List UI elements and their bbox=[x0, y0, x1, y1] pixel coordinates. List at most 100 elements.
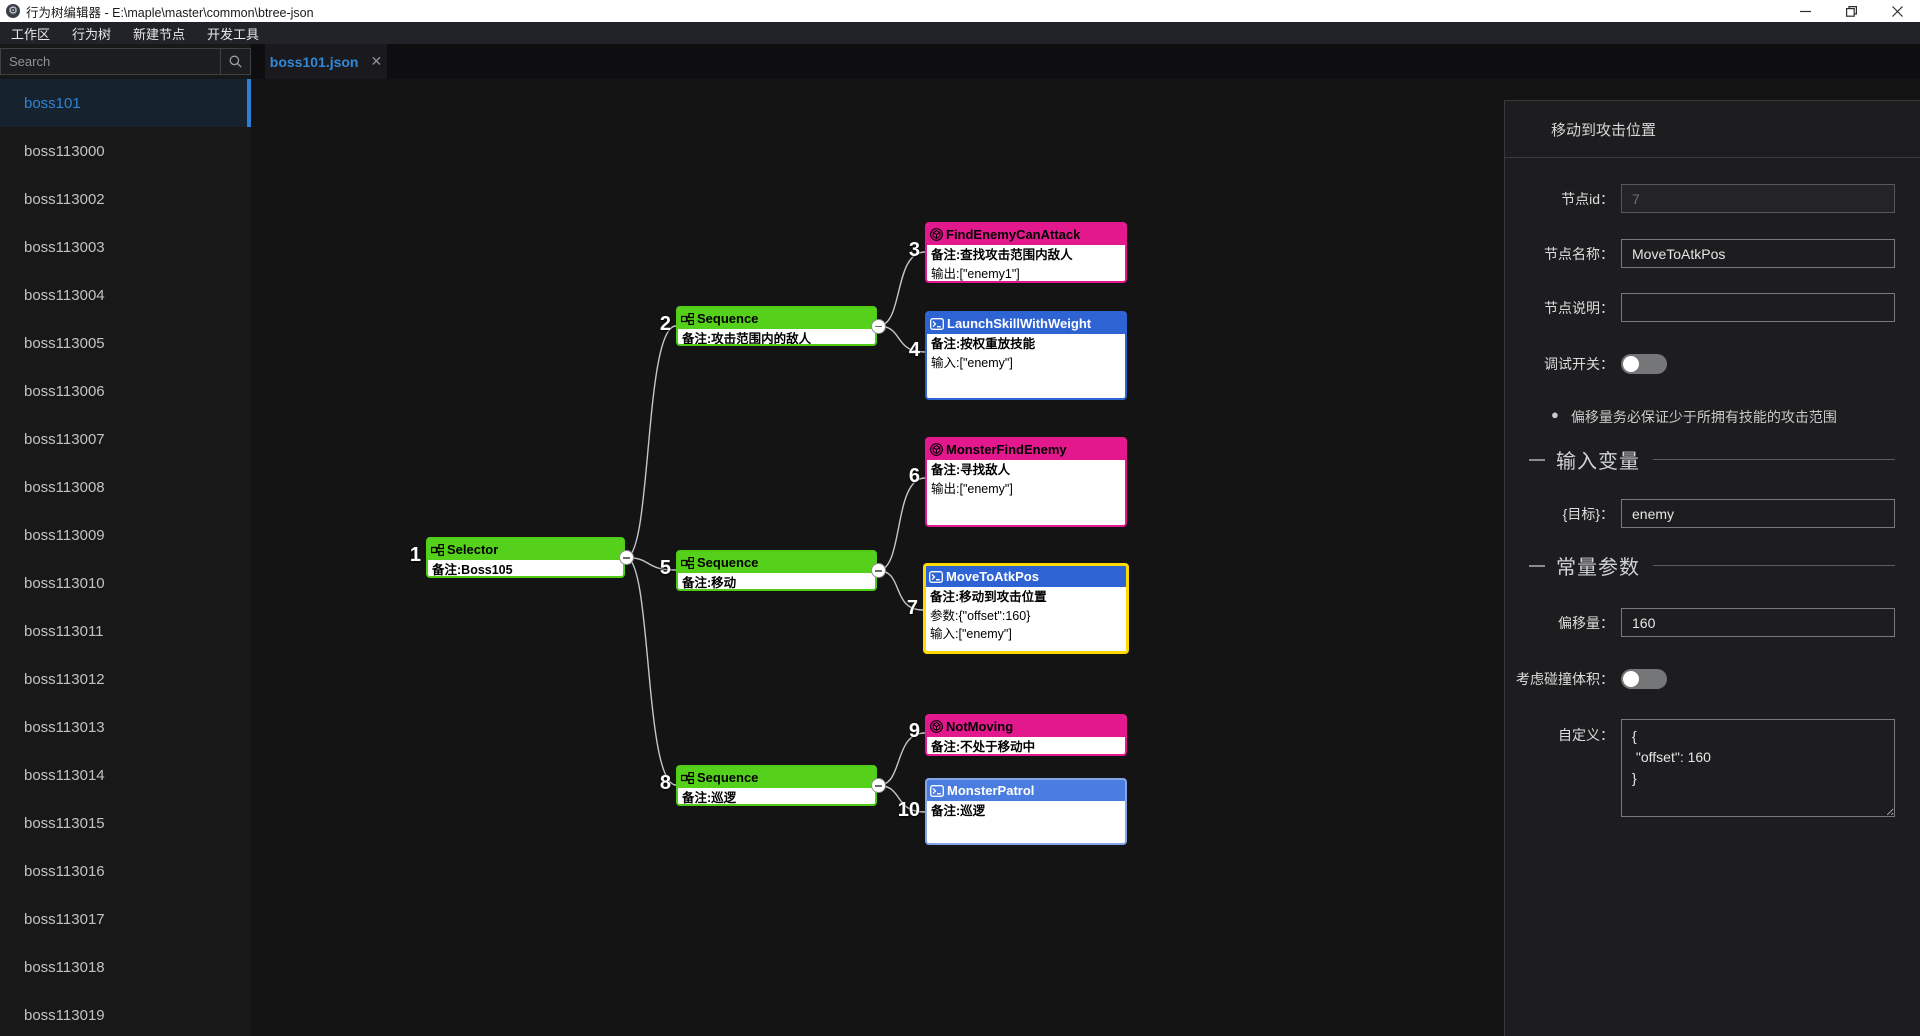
sidebar-item-boss113010[interactable]: boss113010 bbox=[24, 574, 105, 592]
collapse-connector[interactable] bbox=[871, 563, 886, 578]
window-title: 行为树编辑器 - E:\maple\master\common\btree-js… bbox=[26, 5, 314, 20]
sidebar-item-boss113007[interactable]: boss113007 bbox=[24, 430, 105, 448]
sidebar-item-boss113016[interactable]: boss113016 bbox=[24, 862, 105, 880]
sidebar-item-boss113004[interactable]: boss113004 bbox=[24, 286, 105, 304]
magnifier-icon bbox=[229, 55, 242, 68]
node-title: FindEnemyCanAttack bbox=[946, 227, 1081, 242]
custom-json-field[interactable]: { "offset": 160 } bbox=[1621, 719, 1895, 817]
node-order-number: 5 bbox=[659, 557, 671, 579]
debug-toggle-label: 调试开关： bbox=[1544, 356, 1614, 372]
branch-icon bbox=[681, 312, 694, 325]
cube-icon bbox=[930, 228, 943, 241]
sidebar-item-boss113003[interactable]: boss113003 bbox=[24, 238, 105, 256]
sidebar-item-boss113017[interactable]: boss113017 bbox=[24, 910, 105, 928]
sidebar-item-boss113012[interactable]: boss113012 bbox=[24, 670, 105, 688]
node-annotation: 备注:移动到攻击位置 bbox=[930, 590, 1047, 604]
node-order-number: 8 bbox=[659, 772, 671, 794]
node-name-label: 节点名称： bbox=[1544, 245, 1614, 262]
node-annotation: 备注:移动 bbox=[682, 576, 737, 590]
menu-item-3[interactable]: 开发工具 bbox=[207, 26, 260, 42]
node-desc-field[interactable] bbox=[1621, 293, 1895, 322]
node-order-number: 1 bbox=[409, 544, 421, 566]
collision-toggle-label: 考虑碰撞体积： bbox=[1516, 671, 1614, 687]
node-annotation: 备注:巡逻 bbox=[682, 791, 737, 805]
minimize-button[interactable] bbox=[1782, 0, 1828, 22]
tab-strip: boss101.json ✕ bbox=[251, 44, 1920, 79]
node-annotation: 备注:攻击范围内的敌人 bbox=[682, 332, 812, 346]
sidebar-item-boss113006[interactable]: boss113006 bbox=[24, 382, 105, 400]
branch-icon bbox=[681, 771, 694, 784]
node-order-number: 6 bbox=[908, 465, 920, 487]
node-title: Selector bbox=[447, 542, 499, 557]
const-params-title: 常量参数 bbox=[1556, 557, 1640, 579]
close-button[interactable] bbox=[1874, 0, 1920, 22]
collision-toggle[interactable] bbox=[1621, 669, 1667, 689]
terminal-icon bbox=[930, 317, 944, 330]
sidebar-item-boss113009[interactable]: boss113009 bbox=[24, 526, 105, 544]
node-annotation: 输出:["enemy"] bbox=[931, 481, 1013, 496]
tab-label: boss101.json bbox=[269, 53, 359, 70]
sidebar-item-boss113013[interactable]: boss113013 bbox=[24, 718, 105, 736]
node-desc-label: 节点说明： bbox=[1544, 299, 1614, 316]
sidebar-item-boss113019[interactable]: boss113019 bbox=[24, 1006, 105, 1024]
offset-field[interactable] bbox=[1621, 608, 1895, 637]
cube-icon bbox=[930, 443, 943, 456]
sidebar-item-boss113015[interactable]: boss113015 bbox=[24, 814, 105, 832]
panel-note: 偏移量务必保证少于所拥有技能的攻击范围 bbox=[1570, 409, 1837, 425]
collapse-connector[interactable] bbox=[871, 778, 886, 793]
tab-boss101-json[interactable]: boss101.json ✕ bbox=[265, 44, 387, 79]
sidebar-item-boss113002[interactable]: boss113002 bbox=[24, 190, 105, 208]
sidebar-item-boss113000[interactable]: boss113000 bbox=[24, 142, 105, 160]
collapse-connector[interactable] bbox=[871, 318, 886, 334]
target-label: {目标}： bbox=[1562, 505, 1614, 522]
debug-toggle[interactable] bbox=[1621, 354, 1667, 374]
tree-node-FindEnemyCanAttack[interactable]: FindEnemyCanAttack 备注:查找攻击范围内敌人输出:["enemy… bbox=[925, 222, 1127, 283]
menu-item-1[interactable]: 行为树 bbox=[72, 26, 112, 42]
sidebar-item-boss101[interactable]: boss101 bbox=[0, 79, 251, 127]
sidebar-item-boss113005[interactable]: boss113005 bbox=[24, 334, 105, 352]
minimize-icon bbox=[1799, 10, 1811, 12]
sidebar-item-boss113008[interactable]: boss113008 bbox=[24, 478, 105, 496]
sidebar-item-boss113014[interactable]: boss113014 bbox=[24, 766, 105, 784]
node-name-field[interactable] bbox=[1621, 239, 1895, 268]
custom-label: 自定义： bbox=[1558, 727, 1614, 743]
node-order-number: 10 bbox=[897, 799, 920, 821]
node-annotation: 备注:查找攻击范围内敌人 bbox=[931, 248, 1073, 262]
node-order-number: 4 bbox=[908, 339, 920, 361]
collapse-connector[interactable] bbox=[619, 550, 634, 565]
target-field[interactable] bbox=[1621, 499, 1895, 528]
input-vars-title: 输入变量 bbox=[1556, 451, 1640, 473]
node-title: LaunchSkillWithWeight bbox=[947, 316, 1092, 331]
node-annotation: 输出:["enemy1"] bbox=[931, 266, 1020, 281]
search-input[interactable] bbox=[0, 48, 221, 75]
node-annotation: 备注:不处于移动中 bbox=[931, 740, 1036, 754]
tree-node-Selector[interactable]: Selector 备注:Boss105 bbox=[426, 537, 625, 578]
restore-button[interactable] bbox=[1828, 0, 1874, 22]
search-row bbox=[0, 44, 251, 79]
tree-node-Sequence[interactable]: Sequence 备注:巡逻 bbox=[676, 765, 877, 806]
cube-icon bbox=[930, 720, 943, 733]
menu-item-2[interactable]: 新建节点 bbox=[133, 26, 186, 42]
restore-icon bbox=[1845, 5, 1857, 17]
sidebar-item-boss113011[interactable]: boss113011 bbox=[24, 622, 104, 640]
node-annotation: 备注:Boss105 bbox=[432, 563, 513, 577]
node-annotation: 备注:按权重放技能 bbox=[931, 337, 1036, 351]
node-annotation: 参数:{"offset":160} bbox=[930, 608, 1031, 623]
sidebar-item-boss113018[interactable]: boss113018 bbox=[24, 958, 105, 976]
search-button[interactable] bbox=[221, 48, 251, 75]
window-controls bbox=[1782, 0, 1920, 22]
node-title: Sequence bbox=[697, 770, 759, 785]
node-title: MoveToAtkPos bbox=[946, 569, 1039, 584]
node-title: MonsterFindEnemy bbox=[946, 442, 1067, 457]
node-order-number: 2 bbox=[659, 313, 671, 335]
menu-item-0[interactable]: 工作区 bbox=[11, 26, 51, 42]
tab-close-icon[interactable]: ✕ bbox=[370, 53, 383, 69]
